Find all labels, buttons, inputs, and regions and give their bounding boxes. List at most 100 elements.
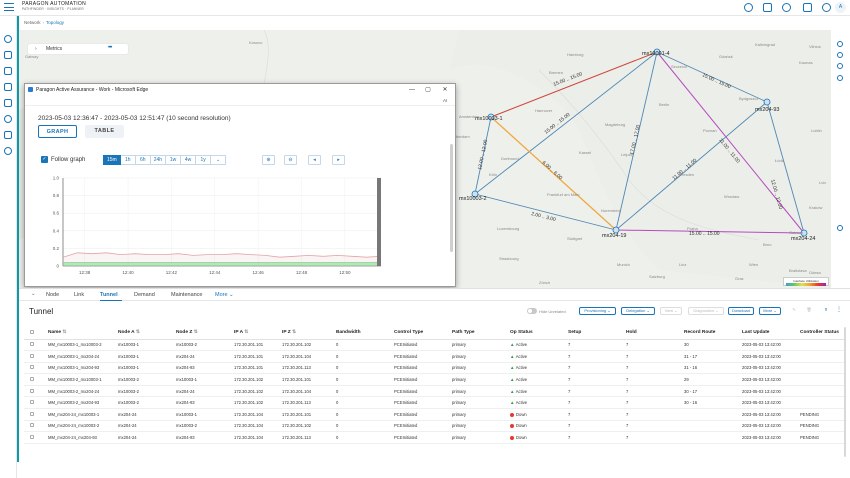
time-button[interactable]: 24h [150,155,167,165]
feedback-icon[interactable] [782,3,791,12]
follow-graph-checkbox[interactable]: ✓Follow graph [41,156,85,163]
row-checkbox[interactable] [24,373,46,386]
tab-maintenance[interactable]: Maintenance [171,292,203,298]
delegation-button[interactable]: Delegation ⌄ [621,307,655,315]
time-button[interactable]: 4w [181,155,197,165]
settings-icon[interactable] [837,41,843,47]
chevron-right-icon[interactable]: › [35,46,37,52]
column-header[interactable]: Node A ⇅ [116,327,174,340]
column-header[interactable]: Controller Status [798,327,846,340]
provisioning-button[interactable]: Provisioning ⌄ [579,307,616,315]
row-checkbox[interactable] [24,350,46,363]
row-checkbox[interactable] [24,385,46,398]
column-header[interactable]: Path Type [450,327,508,340]
row-checkbox[interactable] [24,396,46,410]
column-header[interactable]: Node Z ⇅ [174,327,232,340]
hamburger-menu-icon[interactable] [4,3,14,12]
tab-graph[interactable]: GRAPH [38,125,77,138]
tab-more[interactable]: More ⌄ [215,292,234,298]
star-icon[interactable] [4,35,12,43]
column-header[interactable]: Hold [624,327,682,340]
step-forward-icon[interactable]: ▸ [332,155,345,165]
column-header[interactable]: Last Update [740,327,798,340]
row-checkbox[interactable] [24,431,46,444]
breadcrumb-current[interactable]: Topology [46,20,65,25]
clock-icon[interactable] [744,3,753,12]
tab-tunnel[interactable]: Tunnel [100,292,118,298]
list-icon[interactable] [4,83,12,91]
view-button[interactable]: View ⌄ [660,307,682,315]
network-icon[interactable] [4,115,12,123]
zoom-in-icon[interactable]: ⊕ [262,155,275,165]
topology-links[interactable] [474,51,805,234]
read-aloud-icon[interactable]: A᎒ [442,98,447,103]
step-back-icon[interactable]: ◂ [308,155,321,165]
zoom-in-icon[interactable] [837,52,843,58]
time-button[interactable]: 15m [103,155,121,165]
column-header[interactable]: Setup [566,327,624,340]
metrics-panel-toggle[interactable]: › Metrics ••• [28,44,128,54]
collapse-chevron-icon[interactable]: ⌄ [31,291,36,297]
column-header[interactable]: Control Type [392,327,450,340]
diagnostics-button[interactable]: Diagnostics ⌄ [688,307,724,315]
column-header[interactable]: Bandwidth [334,327,392,340]
zoom-out-icon[interactable] [837,63,843,69]
zoom-out-icon[interactable]: ⊖ [284,155,297,165]
more-dots-icon[interactable]: ••• [108,45,112,51]
row-checkbox[interactable] [24,420,46,433]
column-header[interactable]: Op Status [508,327,566,340]
edit-icon[interactable]: ✎ [790,307,798,315]
avatar[interactable]: A [835,2,846,13]
download-button[interactable]: Download [728,307,754,315]
time-button[interactable]: 1h [120,155,136,165]
fit-view-icon[interactable] [837,75,843,81]
close-icon[interactable]: ✕ [442,87,448,93]
minimize-icon[interactable]: — [409,87,415,93]
delete-icon[interactable]: 🗑 [805,307,813,315]
kebab-menu-icon[interactable]: ⋮ [836,307,842,315]
paa-browser-window[interactable]: Paragon Active Assurance - Work - Micros… [24,83,456,287]
table-scrollbar[interactable] [844,327,846,457]
time-dropdown-chevron-icon[interactable]: ⌄ [211,155,227,165]
more-button[interactable]: More ⌄ [759,307,781,315]
help-icon[interactable] [822,3,831,12]
tools-icon[interactable] [4,131,12,139]
time-button[interactable]: 6h [135,155,151,165]
monitor-icon[interactable] [4,67,12,75]
dashboard-icon[interactable] [4,51,12,59]
window-titlebar[interactable]: Paragon Active Assurance - Work - Micros… [25,84,455,96]
tab-node[interactable]: Node [46,292,60,298]
row-checkbox[interactable] [24,339,46,352]
locate-icon[interactable] [837,225,843,231]
filter-icon[interactable]: ⊽ [822,307,830,315]
bell-icon[interactable] [763,3,772,12]
select-all-checkbox[interactable] [24,327,46,340]
maximize-icon[interactable]: ▢ [425,87,431,93]
window-scrollbar[interactable] [450,144,453,252]
tab-demand[interactable]: Demand [134,292,155,298]
column-header[interactable]: Name ⇅ [46,327,116,340]
document-icon[interactable] [803,3,812,12]
row-checkbox[interactable] [24,408,46,421]
time-button[interactable]: 1w [166,155,182,165]
breadcrumb-root[interactable]: Network [24,20,41,25]
column-header[interactable]: IP Z ⇅ [280,327,334,340]
tab-table[interactable]: TABLE [85,125,124,138]
row-checkbox[interactable] [24,362,46,375]
bar-chart-icon[interactable] [4,99,12,107]
column-header[interactable]: Record Route [682,327,740,340]
hide-unrelated-toggle[interactable] [527,308,537,314]
checkmark-icon[interactable]: ✓ [41,156,48,163]
gear-icon[interactable] [4,147,12,155]
